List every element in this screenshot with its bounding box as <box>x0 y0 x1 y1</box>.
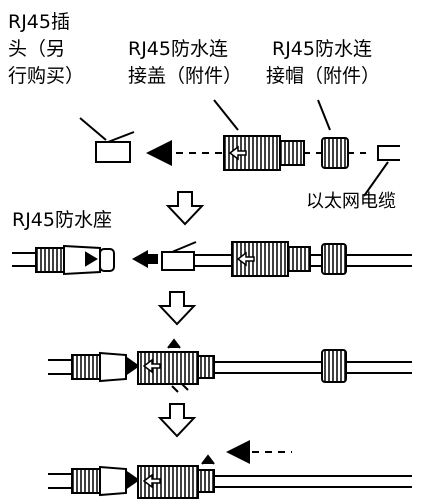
stage-1-parts <box>79 99 400 197</box>
label-waterproof-cover-line2: 接盖（附件） <box>128 65 243 87</box>
leader-cable <box>363 161 389 197</box>
rj45-plug-icon <box>95 131 135 163</box>
waterproof-cap-icon <box>321 137 349 169</box>
down-arrow-icon <box>165 191 205 226</box>
waterproof-cover-icon <box>223 135 305 171</box>
arrow-left-icon-2 <box>132 250 158 268</box>
rotate-arrow-icon-2 <box>201 454 215 465</box>
label-waterproof-cover-line1: RJ45防水连 <box>128 38 228 60</box>
rotate-arrow-icon <box>167 338 181 349</box>
label-waterproof-cap-line1: RJ45防水连 <box>272 38 372 60</box>
label-ethernet-cable: 以太网电缆 <box>306 191 396 212</box>
leader-plug <box>79 117 107 141</box>
stage-4-assembly <box>48 454 412 499</box>
arrow-left-icon <box>146 140 172 166</box>
stage-2-assembly <box>12 241 412 277</box>
leader-cover <box>213 99 239 131</box>
leader-cap <box>317 99 331 131</box>
down-arrow-icon-2 <box>157 291 197 326</box>
label-rj45-plug-line2: 头（另 <box>8 38 66 60</box>
arrow-left-icon-3 <box>226 440 250 464</box>
label-rj45-plug-line1: RJ45插 <box>8 11 70 33</box>
rj45-plug-icon-2 <box>161 251 195 271</box>
stage-3-assembly <box>48 338 412 393</box>
ethernet-cable-icon <box>377 145 400 161</box>
down-arrow-icon-3 <box>157 403 197 438</box>
label-waterproof-socket: RJ45防水座 <box>12 209 112 231</box>
waterproof-socket-icon <box>35 244 115 276</box>
label-waterproof-cap-line2: 接帽（附件） <box>266 65 381 87</box>
label-rj45-plug-line3: 行购买） <box>8 65 85 87</box>
